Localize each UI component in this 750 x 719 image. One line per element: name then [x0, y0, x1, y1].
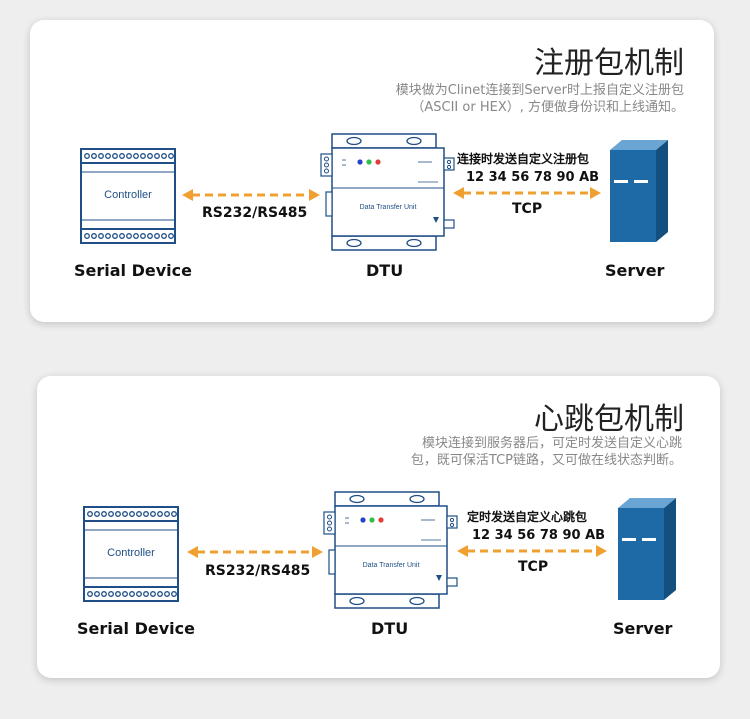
- heartbeat-packet-label: 定时发送自定义心跳包: [467, 510, 588, 524]
- description-line: 模块连接到服务器后，可定时发送自定义心跳: [421, 436, 682, 451]
- tcp-link-arrow: [453, 187, 601, 199]
- tcp-label: TCP: [518, 559, 549, 575]
- description-line: （ASCII or HEX）, 方便做身份识和上线通知。: [411, 100, 684, 115]
- server-label: Server: [613, 619, 673, 638]
- panel-title: 注册包机制: [534, 46, 684, 81]
- dtu-unit-text: Data Transfer Unit: [363, 562, 420, 569]
- description-line: 包，既可保活TCP链路，又可做在线状态判断。: [410, 453, 682, 468]
- controller-text: Controller: [104, 189, 152, 201]
- packet-hex: 12 34 56 78 90 AB: [472, 528, 606, 543]
- dtu-label: DTU: [371, 619, 409, 638]
- serial-link-label: RS232/RS485: [202, 205, 308, 221]
- serial-device-label: Serial Device: [77, 619, 195, 638]
- description-line: 模块做为Clinet连接到Server时上报自定义注册包: [395, 83, 684, 98]
- serial-link-arrow: [182, 189, 320, 201]
- serial-link-arrow: [187, 546, 323, 558]
- dtu-unit-text: Data Transfer Unit: [360, 204, 417, 211]
- server-label: Server: [605, 261, 665, 280]
- registration-panel: 注册包机制 模块做为Clinet连接到Server时上报自定义注册包 （ASCI…: [30, 20, 714, 322]
- server-icon: [610, 140, 668, 242]
- serial-device-icon: Controller: [80, 148, 176, 244]
- serial-link-label: RS232/RS485: [205, 563, 311, 579]
- server-icon: [618, 498, 676, 600]
- packet-hex: 12 34 56 78 90 AB: [466, 170, 600, 185]
- controller-text: Controller: [107, 547, 155, 559]
- tcp-link-arrow: [457, 545, 607, 557]
- serial-device-label: Serial Device: [74, 261, 192, 280]
- dtu-device-icon: Data Transfer Unit: [320, 133, 455, 251]
- dtu-device-icon: Data Transfer Unit: [323, 491, 458, 609]
- tcp-label: TCP: [512, 201, 543, 217]
- heartbeat-panel: 心跳包机制 模块连接到服务器后，可定时发送自定义心跳 包，既可保活TCP链路，又…: [37, 376, 720, 678]
- dtu-label: DTU: [366, 261, 404, 280]
- register-packet-label: 连接时发送自定义注册包: [457, 152, 590, 166]
- serial-device-icon: Controller: [83, 506, 179, 602]
- panel-description: 模块做为Clinet连接到Server时上报自定义注册包 （ASCII or H…: [396, 82, 684, 116]
- panel-title: 心跳包机制: [534, 402, 684, 437]
- panel-description: 模块连接到服务器后，可定时发送自定义心跳 包，既可保活TCP链路，又可做在线状态…: [411, 435, 682, 469]
